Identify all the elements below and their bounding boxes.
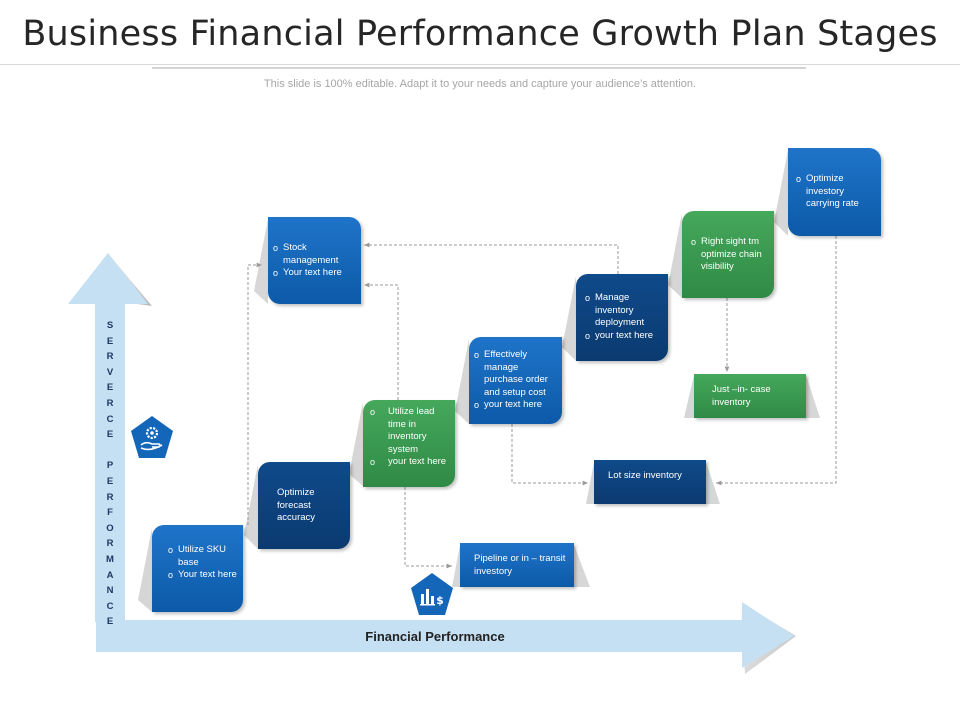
hand-gear-icon: [130, 415, 174, 466]
y-axis-letter: V: [106, 366, 114, 378]
y-axis-letter: F: [107, 507, 113, 519]
title-divider: [0, 64, 960, 65]
stage-manage-inventory-line-2: your text here: [585, 330, 662, 343]
stage-utilize-sku-line-1: Utilize SKU base: [168, 544, 237, 569]
stage-lot-size-text: Lot size inventory: [608, 470, 682, 481]
stage-utilize-lead-time: Utilize lead time in inventory systemyou…: [363, 400, 455, 487]
stage-stock-management-line-2: Your text here: [273, 267, 353, 280]
stage-manage-purchase-line-2: your text here: [474, 399, 556, 412]
stage-utilize-lead-time-line-2: your text here: [370, 456, 447, 469]
stage-utilize-lead-time-line-1: Utilize lead time in inventory system: [370, 406, 447, 456]
stage-utilize-sku: Utilize SKU baseYour text here: [152, 525, 243, 612]
y-axis-letter: R: [106, 538, 114, 550]
stage-just-in-case: Just –in- case inventory: [694, 374, 806, 418]
stage-utilize-sku-line-2: Your text here: [168, 569, 237, 582]
stage-stock-management-line-1: Stock management: [273, 242, 353, 267]
x-axis-label: Financial Performance: [365, 629, 505, 644]
y-axis-letter: S: [106, 320, 114, 331]
stage-optimize-carrying-line-1: Optimize investory carrying rate: [796, 173, 873, 211]
y-axis-letter: C: [106, 413, 114, 425]
y-axis-letter: R: [106, 397, 114, 409]
stage-stock-management: Stock managementYour text here: [268, 217, 361, 304]
y-axis-letter: R: [106, 491, 114, 503]
stage-optimize-forecast-text: Optimize forecast accuracy: [277, 487, 316, 524]
y-axis-letter: [103, 443, 117, 459]
y-axis-letter: A: [106, 569, 114, 581]
y-axis-letter: E: [106, 616, 114, 628]
svg-text:$: $: [436, 594, 444, 607]
y-axis-letter: P: [106, 460, 114, 472]
y-axis-letter: E: [106, 429, 114, 441]
stage-shadows: [138, 150, 820, 612]
stage-lot-size: Lot size inventory: [594, 460, 706, 504]
y-axis-letter: R: [106, 351, 114, 363]
y-axis-letter: E: [106, 335, 114, 347]
stage-manage-inventory: Manage inventory deploymentyour text her…: [576, 274, 668, 361]
stage-manage-purchase-line-1: Effectively manage purchase order and se…: [474, 349, 556, 399]
y-axis-letter: E: [106, 475, 114, 487]
subtitle-divider: [152, 67, 806, 69]
stage-optimize-forecast: Optimize forecast accuracy: [258, 462, 350, 549]
chart-dollar-icon: $: [410, 572, 454, 623]
stage-manage-inventory-line-1: Manage inventory deployment: [585, 292, 662, 330]
stage-optimize-carrying: Optimize investory carrying rate: [788, 148, 881, 236]
stage-pipeline-text: Pipeline or in – transit investory: [474, 553, 566, 577]
flow-lines: [247, 236, 837, 569]
stage-right-sight: Right sight tm optimize chain visibility: [682, 211, 774, 298]
stage-right-sight-line-1: Right sight tm optimize chain visibility: [691, 236, 768, 274]
x-axis-arrow: [96, 602, 796, 674]
stage-pipeline: Pipeline or in – transit investory: [460, 543, 574, 587]
y-axis-letter: N: [106, 585, 114, 597]
y-axis-letter: O: [106, 522, 114, 534]
y-axis-letter: M: [106, 553, 114, 565]
y-axis-letter: E: [106, 382, 114, 394]
page-title: Business Financial Performance Growth Pl…: [22, 14, 938, 54]
stage-just-in-case-text: Just –in- case inventory: [712, 384, 771, 408]
page-subtitle: This slide is 100% editable. Adapt it to…: [263, 78, 697, 90]
y-axis-arrow: [68, 253, 152, 622]
stage-manage-purchase: Effectively manage purchase order and se…: [469, 337, 562, 424]
y-axis-letter: C: [106, 600, 114, 612]
